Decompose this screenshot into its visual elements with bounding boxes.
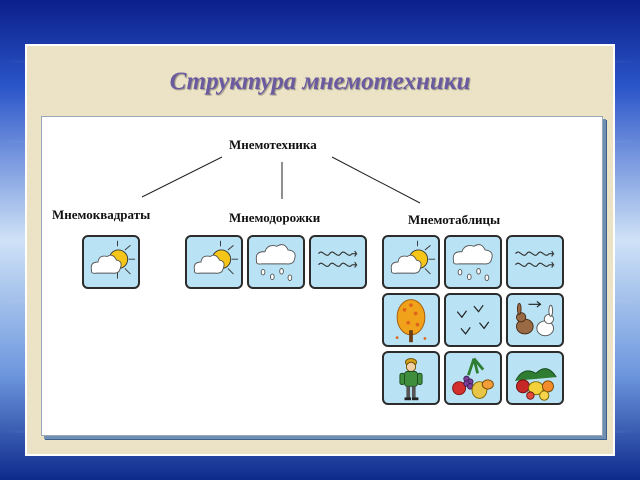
table-cell-wind <box>506 235 564 289</box>
cloud-rain-icon <box>452 244 493 281</box>
autumn-tree-icon <box>395 299 427 343</box>
table-cell-vegetables <box>444 351 502 405</box>
table-cell-birds <box>444 293 502 347</box>
track-cell-wind <box>309 235 367 289</box>
track-cell-cloud-rain <box>247 235 305 289</box>
cloud-rain-icon <box>255 244 296 281</box>
wind-icon <box>318 250 358 268</box>
slide-title: Структура мнемотехники <box>169 68 471 95</box>
table-cell-autumn-tree <box>382 293 440 347</box>
root-label: Мнемотехника <box>229 137 317 152</box>
table-cell-cloud-rain <box>444 235 502 289</box>
cloud-sun-icon <box>90 240 136 279</box>
branch-label-squares: Мнемоквадраты <box>52 207 151 222</box>
square-cell-cloud-sun <box>82 235 140 289</box>
table-cell-rabbits <box>506 293 564 347</box>
rabbits-icon <box>516 301 554 337</box>
branch-label-tracks: Мнемодорожки <box>229 210 321 225</box>
table-cell-child-winter <box>382 351 440 405</box>
branch-label-table: Мнемотаблицы <box>408 212 501 227</box>
fruits-icon <box>515 368 557 401</box>
table-cell-fruits <box>506 351 564 405</box>
table-cell-cloud-sun <box>382 235 440 289</box>
cloud-sun-icon <box>390 240 436 275</box>
vegetables-icon <box>452 357 494 399</box>
track-cell-cloud-sun <box>185 235 243 289</box>
child-winter-icon <box>399 358 423 401</box>
slide: Структура мнемотехники Мнемотехника Мнем… <box>25 44 615 456</box>
connector-lines <box>141 156 421 204</box>
birds-icon <box>456 304 490 335</box>
diagram-panel: Мнемотехника Мнемоквадраты Мнемодорожки … <box>41 116 603 436</box>
cloud-sun-icon <box>193 240 239 275</box>
wind-icon <box>515 250 555 268</box>
